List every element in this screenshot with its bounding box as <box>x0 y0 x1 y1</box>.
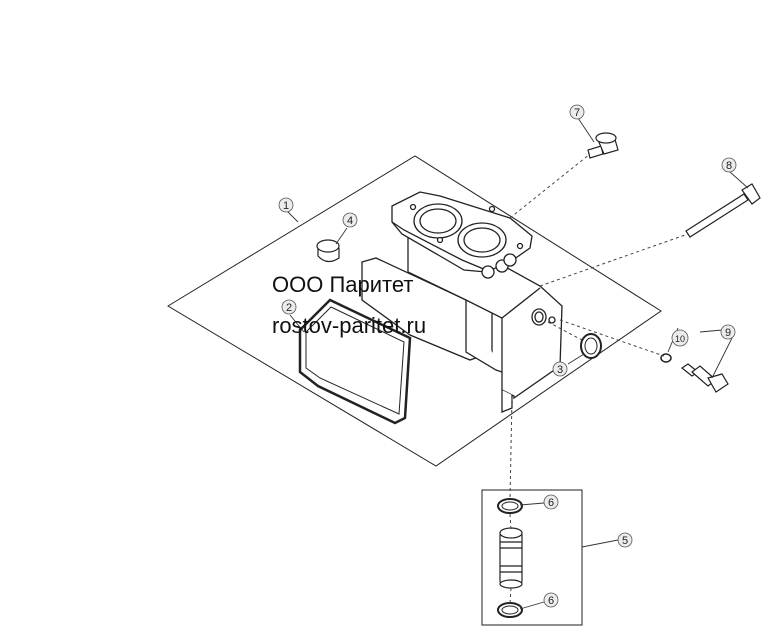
callout-3-label: 3 <box>557 364 563 376</box>
cartridge-part-5 <box>499 527 523 589</box>
callout-1-label: 1 <box>283 200 289 212</box>
callout-6b-label: 6 <box>548 595 554 607</box>
bolt-part-8 <box>685 183 761 238</box>
callout-5-label: 5 <box>622 535 628 547</box>
callout-4: 4 <box>342 212 358 228</box>
callout-7-label: 7 <box>574 107 580 119</box>
o-ring-part-3 <box>580 333 602 359</box>
callout-7: 7 <box>569 104 585 120</box>
bolt-part-7 <box>587 132 619 159</box>
callout-9-label: 9 <box>725 327 731 339</box>
callout-5: 5 <box>617 532 633 548</box>
valve-housing <box>361 191 563 413</box>
gasket-part-2 <box>298 298 412 425</box>
o-ring-part-6-bottom <box>497 602 523 618</box>
o-ring-part-6-top <box>497 498 523 514</box>
callout-2-label: 2 <box>286 302 292 314</box>
detail-box-part-5 <box>481 489 583 626</box>
callout-3: 3 <box>552 361 568 377</box>
callout-6b: 6 <box>543 592 559 608</box>
callout-8-label: 8 <box>726 160 732 172</box>
callout-10: 10 <box>671 329 689 347</box>
sensor-part-9 <box>680 363 729 393</box>
callout-1: 1 <box>278 197 294 213</box>
leader-lines <box>285 117 749 610</box>
cap-part-4 <box>316 239 340 263</box>
callout-2: 2 <box>281 299 297 315</box>
watermark-site: rostov-paritet.ru <box>272 313 427 338</box>
watermark-company: ООО Паритет <box>272 272 414 297</box>
callout-9: 9 <box>720 324 736 340</box>
callout-4-label: 4 <box>347 215 353 227</box>
callout-6a: 6 <box>543 494 559 510</box>
base-plate <box>167 155 662 467</box>
callout-8: 8 <box>721 157 737 173</box>
assembly-lines <box>509 153 689 605</box>
callout-10-label: 10 <box>675 334 685 344</box>
callout-6a-label: 6 <box>548 497 554 509</box>
